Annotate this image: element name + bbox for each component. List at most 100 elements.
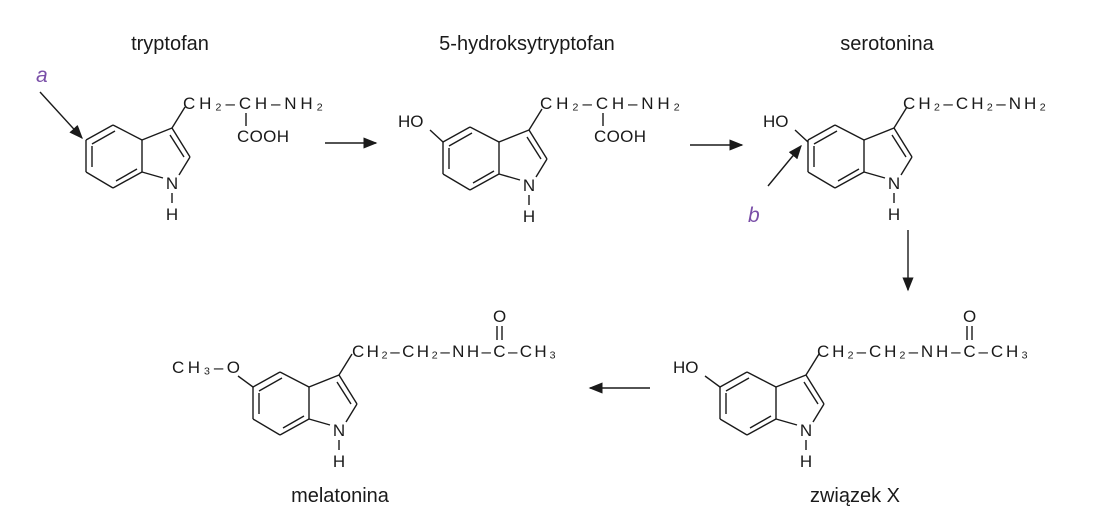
serotonin-chain: CH₂–CH₂–NH₂ [903, 94, 1046, 113]
bond [807, 171, 836, 189]
double-bond [803, 381, 819, 405]
pointer-arrow-b [767, 144, 802, 187]
double-bond [115, 168, 138, 182]
bond [893, 106, 908, 129]
bond [141, 171, 164, 179]
ring-hydrogen: H [800, 452, 812, 471]
bond [805, 353, 820, 376]
bond [469, 173, 500, 191]
tryptophan-chain: CH₂–CH–NH₂ [183, 94, 323, 113]
double-bond [91, 130, 116, 145]
bond [498, 173, 521, 181]
compound_x-indole-ring: NH [719, 353, 825, 471]
bond [746, 418, 777, 436]
bond [85, 124, 114, 141]
ring-hydrogen: H [523, 207, 535, 226]
pointer-arrow-a [39, 91, 83, 140]
bond [775, 418, 798, 426]
bond [900, 156, 913, 176]
bond [237, 375, 254, 388]
compound-x-substituents: HO CH₂–CH₂–NH–C–CH₃ O [673, 307, 1028, 388]
double-bond [526, 136, 542, 160]
melatonin-chain: CH₂–CH₂–NH–C–CH₃ [352, 342, 556, 361]
bond [429, 129, 444, 143]
bond [171, 127, 191, 158]
bond [338, 374, 358, 405]
melatonin-methoxy: CH₃–O [172, 358, 240, 377]
bond [338, 353, 353, 376]
bond [252, 418, 281, 436]
bond [279, 371, 310, 388]
bond [805, 374, 825, 405]
htp-ho: HO [398, 112, 424, 131]
double-bond [472, 170, 495, 184]
serotonin-substituents: HO CH₂–CH₂–NH₂ [763, 94, 1046, 143]
bond [498, 129, 530, 143]
bond [812, 403, 825, 423]
double-bond [282, 415, 305, 429]
bond [704, 375, 721, 388]
double-bond [169, 134, 185, 158]
bond [112, 171, 143, 189]
double-bond [258, 377, 283, 392]
ring-nitrogen: N [523, 176, 535, 195]
bond [719, 418, 748, 436]
ring-hydrogen: H [888, 205, 900, 224]
bond [85, 171, 114, 189]
melatonin-carbonyl-o: O [493, 307, 506, 326]
bond [308, 418, 331, 426]
bond [719, 371, 748, 388]
ring-nitrogen: N [888, 174, 900, 193]
bond [834, 124, 865, 141]
double-bond [725, 377, 750, 392]
bond [528, 108, 543, 131]
ring-nitrogen: N [333, 421, 345, 440]
bond [345, 403, 358, 423]
bond [442, 126, 471, 143]
bond [308, 374, 340, 388]
htp-substituents: HO CH₂–CH–NH₂ COOH [398, 94, 680, 146]
title-melatonin: melatonina [291, 485, 390, 507]
title-compound-x: związek X [810, 485, 900, 507]
htp-chain: CH₂–CH–NH₂ [540, 94, 680, 113]
double-bond [837, 168, 860, 182]
bond [863, 171, 886, 179]
bond [528, 129, 548, 160]
htp-indole-ring: NH [442, 108, 548, 226]
compound-x-ho: HO [673, 358, 699, 377]
bond [863, 127, 895, 141]
bond [171, 106, 186, 129]
bond [893, 127, 913, 158]
bond [775, 374, 807, 388]
tryptophan-side-chain: CH₂–CH–NH₂ COOH [183, 94, 323, 146]
double-bond [749, 415, 772, 429]
bond [112, 124, 143, 141]
bond [469, 126, 500, 143]
label-b: b [748, 204, 760, 227]
bond [535, 158, 548, 178]
melatonin-substituents: CH₃–O CH₂–CH₂–NH–C–CH₃ O [172, 307, 556, 388]
bond [746, 371, 777, 388]
bond [141, 127, 173, 141]
bond [807, 124, 836, 141]
double-bond [448, 132, 473, 147]
bond [442, 173, 471, 191]
bond [794, 129, 809, 143]
melatonin-indole-ring: NH [252, 353, 358, 471]
tryptophan-cooh: COOH [237, 127, 289, 146]
ring-hydrogen: H [166, 205, 178, 224]
htp-cooh: COOH [594, 127, 646, 146]
ring-nitrogen: N [800, 421, 812, 440]
bond [252, 371, 281, 388]
label-a: a [36, 64, 48, 87]
double-bond [813, 130, 838, 145]
serotonin-ho: HO [763, 112, 789, 131]
bond [178, 156, 191, 176]
tryptophan-indole-ring: NH [85, 106, 191, 224]
ring-nitrogen: N [166, 174, 178, 193]
serotonin-indole-ring: NH [807, 106, 913, 224]
title-5-hydroxytryptophan: 5-hydroksytryptofan [439, 33, 615, 55]
title-serotonin: serotonina [840, 33, 934, 55]
double-bond [891, 134, 907, 158]
